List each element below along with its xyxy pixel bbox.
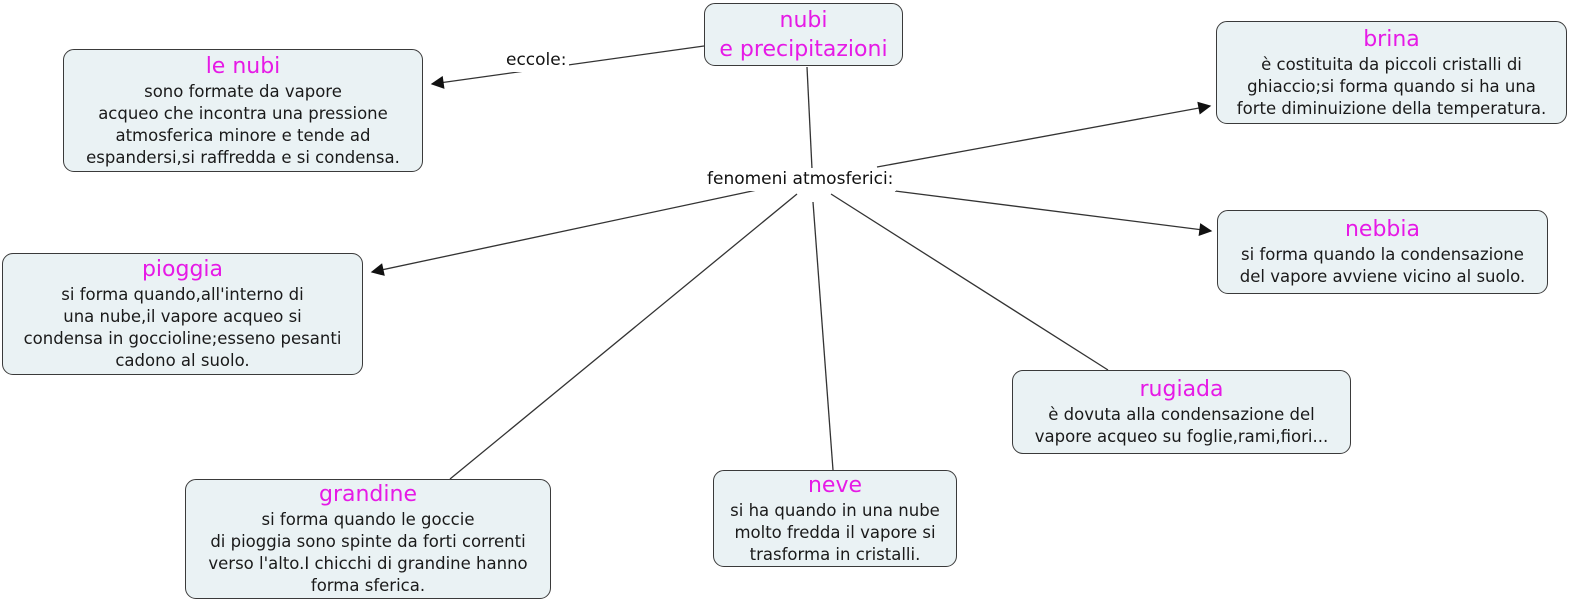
edge-hub-to-grandine <box>449 193 798 480</box>
concept-brina[interactable]: brina è costituita da piccoli cristalli … <box>1216 21 1567 124</box>
concept-title: pioggia <box>141 257 224 282</box>
edge-root-to-hub <box>806 66 813 170</box>
concept-body: è costituita da piccoli cristalli di ghi… <box>1236 54 1547 118</box>
concept-title: rugiada <box>1139 377 1224 402</box>
concept-body: si forma quando le goccie di pioggia son… <box>208 510 528 595</box>
concept-body: si forma quando,all'interno di una nube,… <box>23 285 342 370</box>
concept-title: le nubi <box>205 53 281 79</box>
concept-title: nebbia <box>1344 217 1420 242</box>
concept-title: grandine <box>319 482 417 507</box>
edge-hub-to-nebbia <box>894 190 1213 236</box>
concept-body: è dovuta alla condensazione del vapore a… <box>1034 405 1329 446</box>
concept-title: brina <box>1363 26 1420 52</box>
concept-title: nubi e precipitazioni <box>719 7 888 62</box>
concept-rugiada[interactable]: rugiada è dovuta alla condensazione del … <box>1012 370 1351 454</box>
edge-hub-to-rugiada <box>830 193 1109 371</box>
concept-title: neve <box>807 472 863 498</box>
edge-hub-to-brina <box>876 101 1212 168</box>
edge-hub-to-neve <box>812 201 834 471</box>
link-label-eccole[interactable]: eccole: <box>503 49 570 72</box>
concept-pioggia[interactable]: pioggia si forma quando,all'interno di u… <box>2 253 363 375</box>
concept-nebbia[interactable]: nebbia si forma quando la condensazione … <box>1217 210 1548 294</box>
concept-le-nubi[interactable]: le nubi sono formate da vapore acqueo ch… <box>63 49 423 172</box>
concept-grandine[interactable]: grandine si forma quando le goccie di pi… <box>185 479 551 599</box>
link-label-fenomeni-atmosferici[interactable]: fenomeni atmosferici: <box>704 168 897 191</box>
concept-body: sono formate da vapore acqueo che incont… <box>86 81 400 167</box>
concept-body: si ha quando in una nube molto fredda il… <box>730 500 940 564</box>
concept-root-nubi-e-precipitazioni[interactable]: nubi e precipitazioni <box>704 3 903 66</box>
concept-body: si forma quando la condensazione del vap… <box>1239 245 1526 286</box>
concept-neve[interactable]: neve si ha quando in una nube molto fred… <box>713 470 957 567</box>
edge-hub-to-pioggia <box>370 189 758 276</box>
